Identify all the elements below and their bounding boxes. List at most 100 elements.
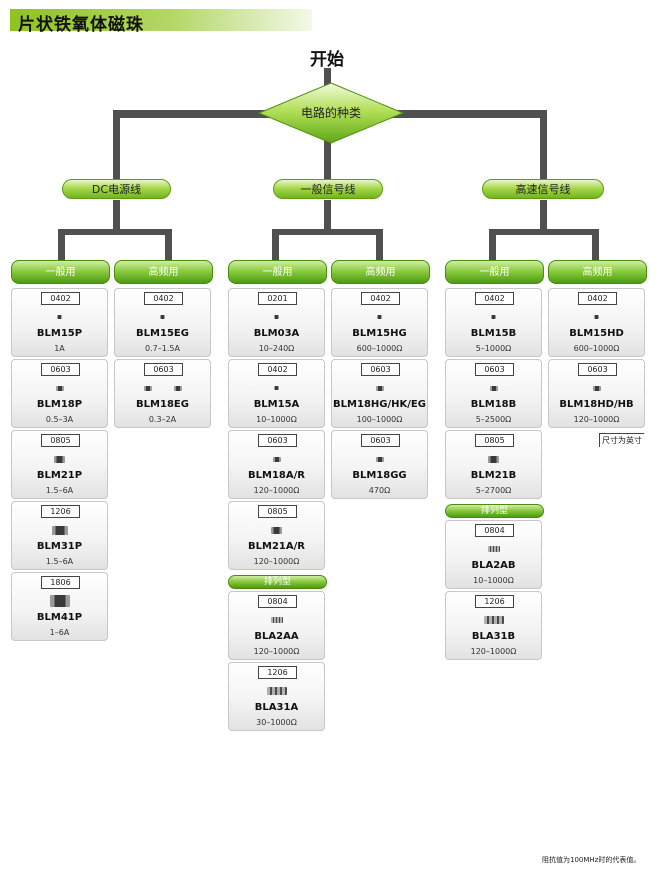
chip-icon bbox=[57, 315, 62, 319]
component-image bbox=[446, 542, 541, 556]
component-image bbox=[332, 452, 427, 466]
size-code: 0804 bbox=[258, 595, 297, 608]
connector-pipe bbox=[489, 229, 599, 235]
start-label: 开始 bbox=[310, 50, 344, 70]
size-code: 1806 bbox=[41, 576, 80, 589]
chip-icon bbox=[270, 617, 283, 623]
part-number: BLM21B bbox=[470, 470, 517, 481]
chip-icon bbox=[55, 385, 64, 391]
branch-pill: 一般信号线 bbox=[273, 179, 383, 199]
part-number: BLA31B bbox=[471, 631, 516, 642]
part-number: BLM21A/R bbox=[248, 541, 305, 552]
size-code: 0402 bbox=[361, 292, 400, 305]
part-number: BLM15HD bbox=[569, 328, 624, 339]
component-image bbox=[446, 381, 541, 395]
connector-pipe bbox=[113, 110, 120, 179]
connector-pipe bbox=[376, 229, 383, 260]
part-spec: 120–1000Ω bbox=[253, 557, 300, 566]
component-image bbox=[549, 381, 644, 395]
connector-pipe bbox=[113, 200, 120, 230]
chip-icon bbox=[143, 385, 152, 391]
footnote: 阻抗值为100MHz时的代表值。 bbox=[542, 856, 641, 864]
size-code: 0201 bbox=[258, 292, 297, 305]
part-number: BLM18B bbox=[470, 399, 517, 410]
part-spec: 10–1000Ω bbox=[256, 415, 297, 424]
chip-icon bbox=[594, 315, 599, 319]
category-pill: 高频用 bbox=[548, 260, 647, 284]
chip-icon bbox=[375, 456, 384, 462]
part-number: BLM03A bbox=[253, 328, 300, 339]
part-number: BLM15A bbox=[253, 399, 300, 410]
connector-pipe bbox=[592, 229, 599, 260]
part-spec: 120–1000Ω bbox=[573, 415, 620, 424]
connector-pipe bbox=[272, 229, 383, 235]
component-image bbox=[12, 452, 107, 466]
chip-icon bbox=[483, 616, 504, 624]
component-image bbox=[229, 523, 324, 537]
component-image bbox=[446, 613, 541, 627]
size-code: 0603 bbox=[361, 434, 400, 447]
chip-icon bbox=[272, 456, 281, 462]
category-pill: 一般用 bbox=[445, 260, 544, 284]
size-code: 0402 bbox=[578, 292, 617, 305]
component-image bbox=[12, 310, 107, 324]
connector-pipe bbox=[489, 229, 496, 260]
part-number: BLA2AA bbox=[254, 631, 299, 642]
chip-icon bbox=[274, 315, 279, 319]
part-spec: 5–1000Ω bbox=[475, 344, 512, 353]
category-pill: 高频用 bbox=[114, 260, 213, 284]
part-number: BLM18A/R bbox=[248, 470, 305, 481]
branch-pill: DC电源线 bbox=[62, 179, 171, 199]
component-image bbox=[12, 594, 107, 608]
part-number: BLM21P bbox=[36, 470, 83, 481]
connector-pipe bbox=[58, 229, 65, 260]
size-code: 0603 bbox=[475, 363, 514, 376]
chip-icon bbox=[375, 385, 384, 391]
part-number: BLM15B bbox=[470, 328, 517, 339]
size-code: 1206 bbox=[258, 666, 297, 679]
title-bar: 片状铁氧体磁珠 bbox=[10, 9, 312, 35]
connector-pipe bbox=[324, 134, 331, 179]
size-note: 尺寸为英寸 bbox=[599, 433, 644, 447]
connector-pipe bbox=[324, 200, 331, 230]
connector-pipe bbox=[540, 200, 547, 230]
chip-icon bbox=[160, 315, 165, 319]
part-spec: 120–1000Ω bbox=[253, 647, 300, 656]
branch-pill: 高速信号线 bbox=[482, 179, 604, 199]
size-code: 1206 bbox=[41, 505, 80, 518]
part-number: BLA31A bbox=[254, 702, 299, 713]
chip-icon bbox=[592, 385, 601, 391]
category-pill: 一般用 bbox=[11, 260, 110, 284]
part-spec: 120–1000Ω bbox=[470, 647, 517, 656]
chip-icon bbox=[49, 595, 70, 607]
size-code: 0402 bbox=[144, 292, 183, 305]
size-code: 0603 bbox=[41, 363, 80, 376]
component-image bbox=[229, 381, 324, 395]
component-image bbox=[446, 310, 541, 324]
chip-icon bbox=[377, 315, 382, 319]
decision-diamond bbox=[258, 82, 404, 144]
size-code: 0804 bbox=[475, 524, 514, 537]
category-pill: 高频用 bbox=[331, 260, 430, 284]
part-spec: 600–1000Ω bbox=[356, 344, 403, 353]
category-pill: 一般用 bbox=[228, 260, 327, 284]
part-spec: 0.3–2A bbox=[148, 415, 177, 424]
part-spec: 10–1000Ω bbox=[473, 576, 514, 585]
size-code: 1206 bbox=[475, 595, 514, 608]
part-number: BLM15EG bbox=[136, 328, 189, 339]
component-image bbox=[229, 613, 324, 627]
size-code: 0805 bbox=[41, 434, 80, 447]
part-spec: 1.5–6A bbox=[45, 557, 74, 566]
connector-pipe bbox=[165, 229, 172, 260]
